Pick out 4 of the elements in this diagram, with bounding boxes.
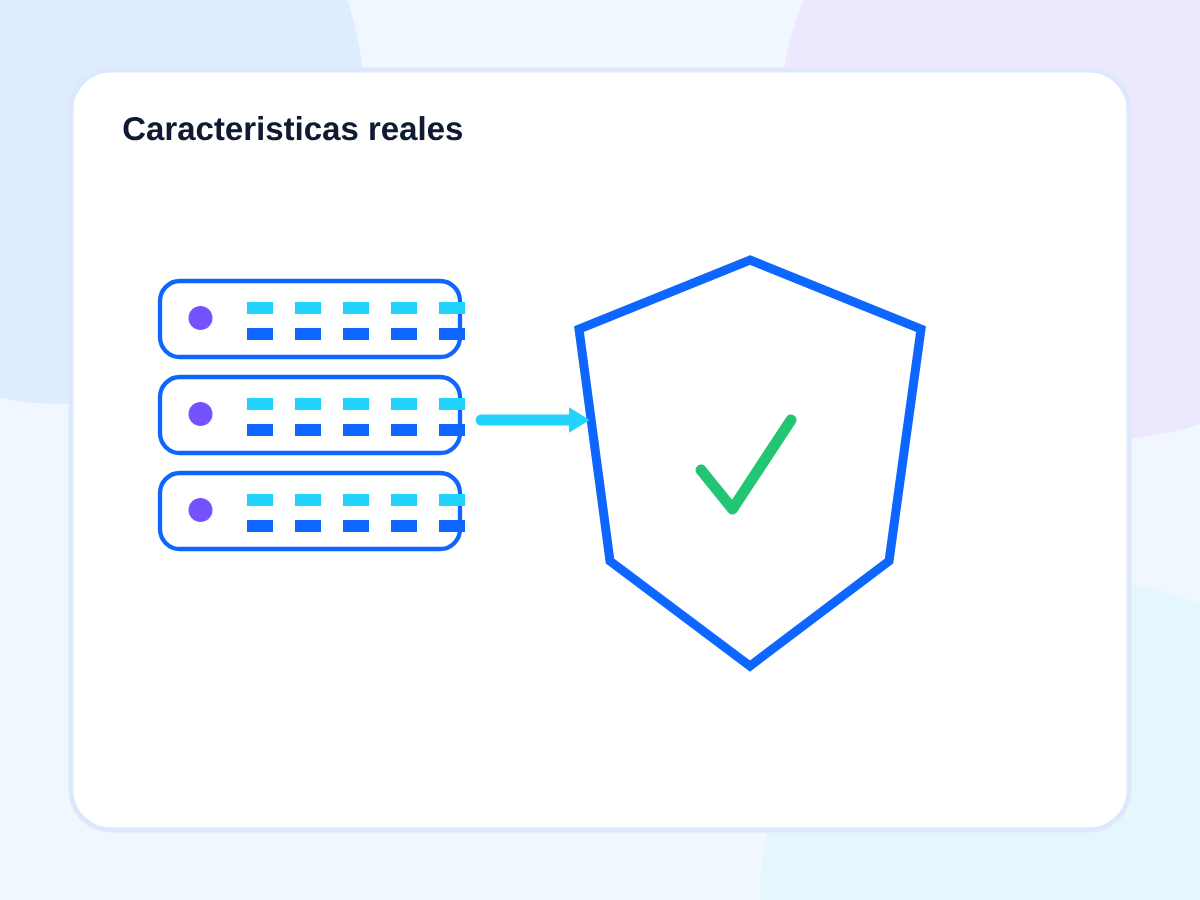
title: Caracteristicas reales	[123, 116, 462, 141]
server-box	[157, 278, 463, 360]
server-box	[157, 470, 463, 552]
server-box	[157, 374, 463, 456]
